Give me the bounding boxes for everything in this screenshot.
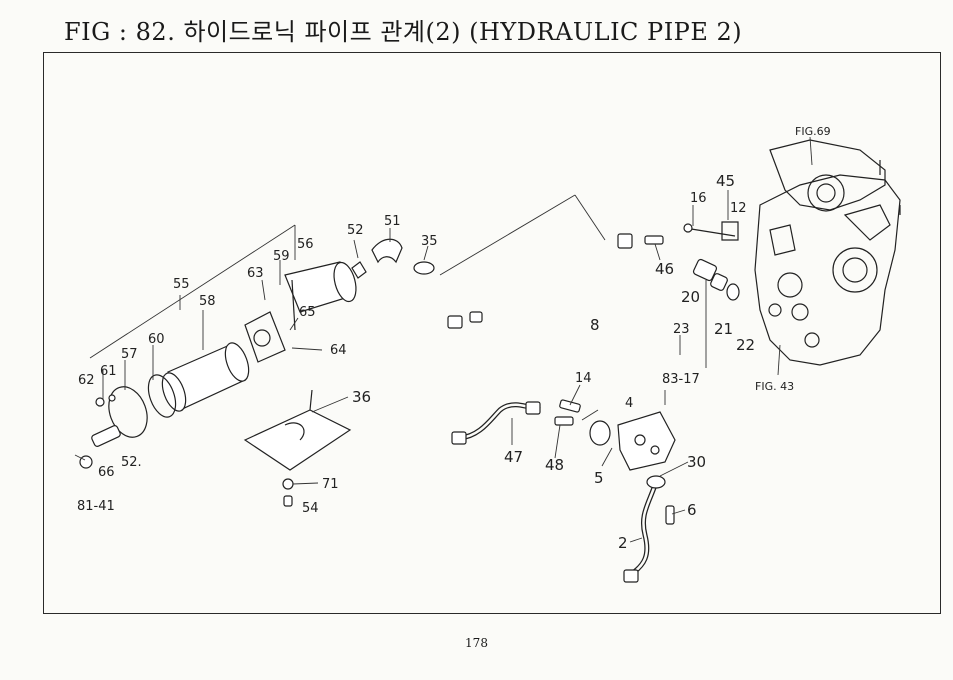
callout-81-41: 81-41 (77, 499, 115, 514)
hydraulic-pipe-8 (447, 233, 664, 329)
leader-lines (74, 136, 813, 543)
callout-14: 14 (575, 371, 592, 386)
bracket-36 (243, 389, 352, 507)
callout-59: 59 (273, 249, 290, 264)
callout-36: 36 (352, 388, 371, 406)
callout-62: 62 (78, 373, 95, 388)
transmission-housing (754, 139, 901, 366)
callout-65: 65 (299, 305, 316, 320)
diagram-frame (43, 52, 941, 614)
callout-47: 47 (504, 448, 523, 466)
page-number: 178 (465, 636, 488, 650)
callout-22: 22 (736, 336, 755, 354)
callout-71: 71 (322, 477, 339, 492)
callout-5: 5 (594, 469, 604, 487)
callout-63: 63 (247, 266, 264, 281)
callout-55: 55 (173, 277, 190, 292)
callout-52-top: 52 (347, 223, 364, 238)
callout-51: 51 (384, 214, 401, 229)
callout-2: 2 (618, 534, 628, 552)
callout-48: 48 (545, 456, 564, 474)
callout-fig43: FIG. 43 (755, 380, 794, 393)
callout-60: 60 (148, 332, 165, 347)
callout-16: 16 (690, 191, 707, 206)
callout-fig69: FIG.69 (795, 125, 831, 138)
callout-56: 56 (297, 237, 314, 252)
callout-83-17: 83-17 (662, 372, 700, 387)
callout-20: 20 (681, 288, 700, 306)
callout-8: 8 (590, 316, 600, 334)
callout-57: 57 (121, 347, 138, 362)
fittings-right (683, 221, 740, 301)
callout-64: 64 (330, 343, 347, 358)
callout-23: 23 (673, 322, 690, 337)
callout-21: 21 (714, 320, 733, 338)
filter-assembly (79, 238, 435, 469)
hydraulic-pipe-2 (623, 475, 675, 583)
hydraulic-pipe-47 (451, 399, 676, 471)
callout-35: 35 (421, 234, 438, 249)
callout-4: 4 (625, 396, 633, 411)
callout-12: 12 (730, 201, 747, 216)
callout-52-bottom: 52. (121, 455, 142, 470)
callout-46: 46 (655, 260, 674, 278)
callout-6: 6 (687, 501, 697, 519)
callout-54: 54 (302, 501, 319, 516)
callout-66: 66 (98, 465, 115, 480)
callout-61: 61 (100, 364, 117, 379)
callout-labels: FIG.69 FIG. 43 45 16 12 52 51 35 46 20 2… (77, 125, 831, 552)
callout-30: 30 (687, 453, 706, 471)
figure-title: FIG : 82. 하이드로닉 파이프 관계(2) (HYDRAULIC PIP… (64, 18, 743, 46)
callout-58: 58 (199, 294, 216, 309)
callout-45: 45 (716, 172, 735, 190)
